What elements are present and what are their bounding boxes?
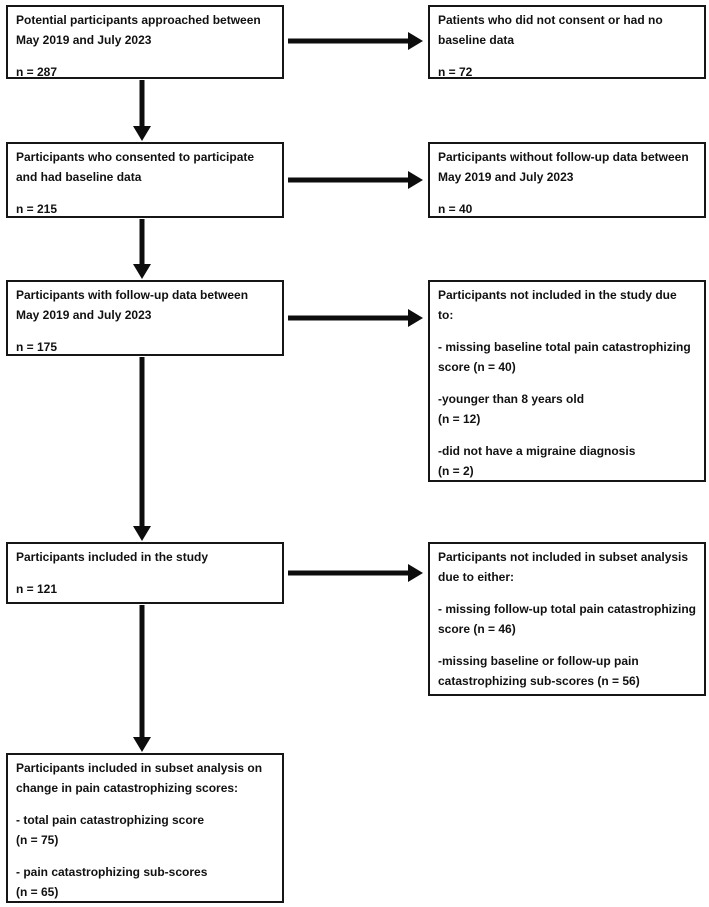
box-item: - missing baseline total pain catastroph… <box>438 340 691 374</box>
box-excluded-no-consent: Patients who did not consent or had no b… <box>428 5 706 79</box>
box-item: -missing baseline or follow-up pain cata… <box>438 654 640 688</box>
box-text: Participants with follow-up data between… <box>16 288 249 322</box>
box-count: n = 287 <box>16 65 58 79</box>
box-count: n = 175 <box>16 340 58 354</box>
box-text: Participants included in the study <box>16 550 209 564</box>
box-consented-baseline: Participants who consented to participat… <box>6 142 284 218</box>
box-item: - pain catastrophizing sub-scores (n = 6… <box>16 865 208 899</box>
down-arrow-4 <box>133 605 151 752</box>
box-excluded-from-study: Participants not included in the study d… <box>428 280 706 482</box>
box-text: Participants without follow-up data betw… <box>438 150 689 184</box>
box-with-followup-data: Participants with follow-up data between… <box>6 280 284 356</box>
box-text: Participants included in subset analysis… <box>16 761 263 795</box>
box-text: Potential participants approached betwee… <box>16 13 261 47</box>
box-text: Participants not included in the study d… <box>438 288 677 322</box>
box-count: n = 215 <box>16 202 58 216</box>
box-subset-analysis: Participants included in subset analysis… <box>6 753 284 903</box>
right-arrow-2 <box>288 171 423 189</box>
box-text: Participants who consented to participat… <box>16 150 255 184</box>
box-text: Patients who did not consent or had no b… <box>438 13 663 47</box>
box-count: n = 72 <box>438 65 473 79</box>
down-arrow-3 <box>133 357 151 541</box>
right-arrow-3 <box>288 309 423 327</box>
box-item: - total pain catastrophizing score (n = … <box>16 813 205 847</box>
box-item: -younger than 8 years old (n = 12) <box>438 392 585 426</box>
box-excluded-from-subset: Participants not included in subset anal… <box>428 542 706 696</box>
box-count: n = 40 <box>438 202 473 216</box>
down-arrow-1 <box>133 80 151 141</box>
right-arrow-1 <box>288 32 423 50</box>
box-item: - missing follow-up total pain catastrop… <box>438 602 696 636</box>
box-included-in-study: Participants included in the study n = 1… <box>6 542 284 604</box>
right-arrow-4 <box>288 564 423 582</box>
box-item: -did not have a migraine diagnosis (n = … <box>438 444 636 478</box>
box-count: n = 121 <box>16 582 58 596</box>
box-text: Participants not included in subset anal… <box>438 550 689 584</box>
box-excluded-no-followup: Participants without follow-up data betw… <box>428 142 706 218</box>
box-potential-participants: Potential participants approached betwee… <box>6 5 284 79</box>
down-arrow-2 <box>133 219 151 279</box>
